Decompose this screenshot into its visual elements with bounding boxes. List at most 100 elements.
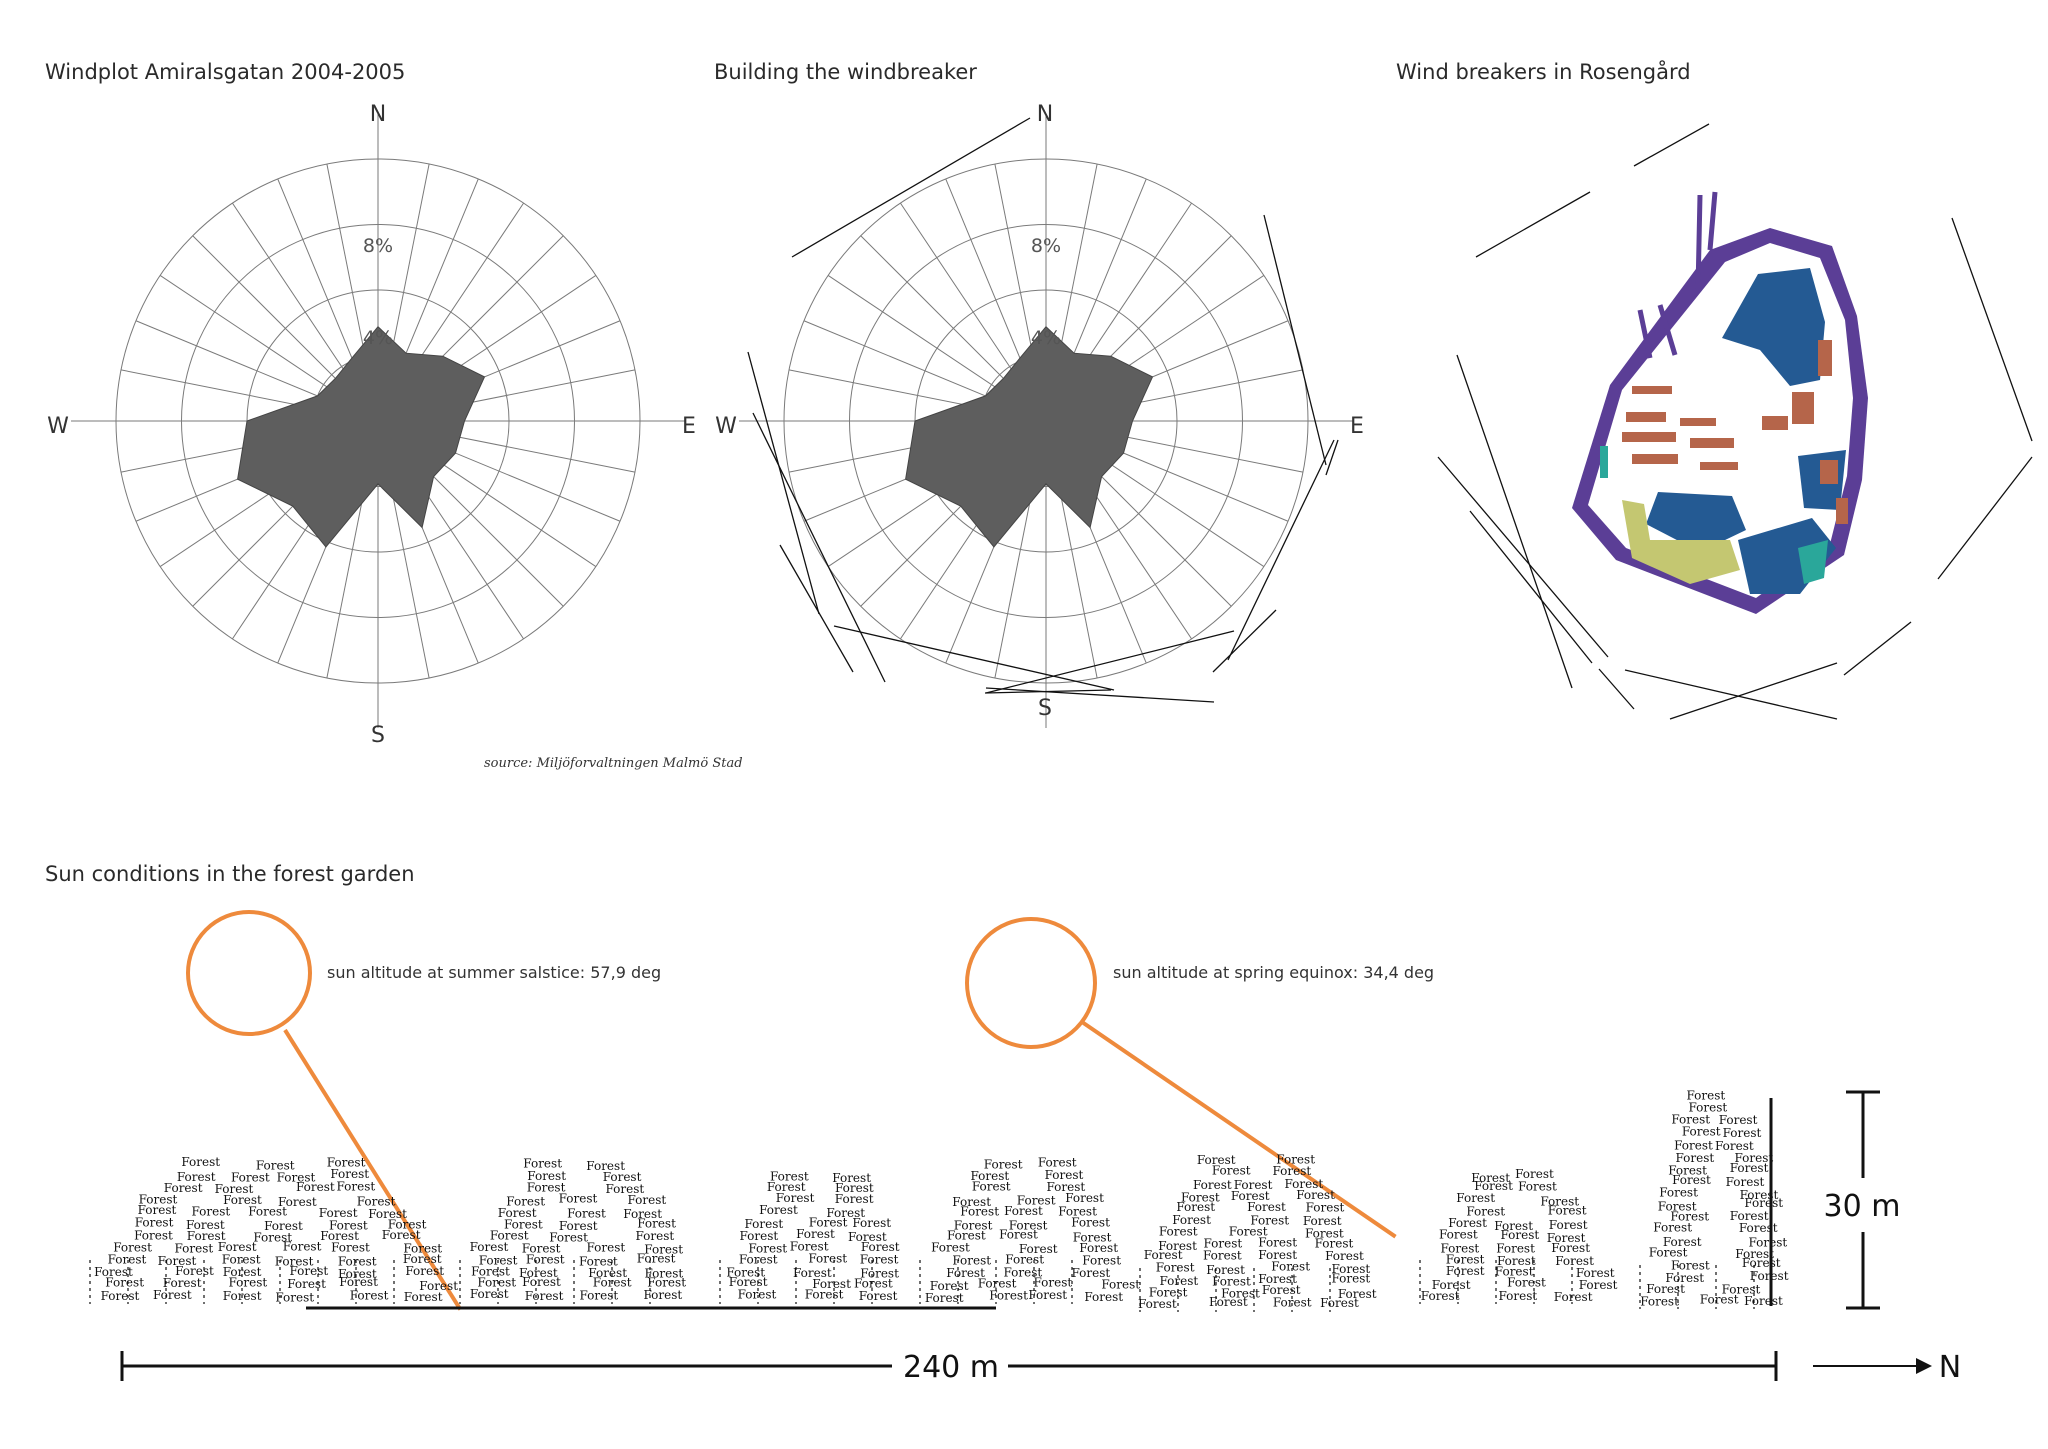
forest-tree-word: Forest (931, 1241, 970, 1255)
forest-tree-word: Forest (1722, 1282, 1761, 1296)
forest-tree-word: Forest (287, 1277, 326, 1291)
forest-tree-word: Forest (861, 1240, 900, 1254)
forest-tree-word: Forest (1231, 1189, 1270, 1203)
forest-tree-word: Forest (759, 1203, 798, 1217)
forest-tree-word: Forest (175, 1242, 214, 1256)
forest-tree-word: Forest (930, 1279, 969, 1293)
forest-tree-word: Forest (946, 1266, 985, 1280)
forest-tree-word: Forest (1206, 1263, 1245, 1277)
forest-tree-word: Forest (1640, 1294, 1679, 1308)
rosengard-title: Wind breakers in Rosengård (1396, 60, 1691, 84)
forest-tree-word: Forest (264, 1219, 303, 1233)
forest-tree-word: Forest (796, 1227, 835, 1241)
forest-tree-word: Forest (1258, 1248, 1297, 1262)
forest-tree-word: Forest (1448, 1216, 1487, 1230)
forest-tree-word: Forest (1212, 1275, 1251, 1289)
spring-sun-ray (1080, 1020, 1397, 1239)
forest-tree-word: Forest (223, 1265, 262, 1279)
windbreaker-lines (1437, 123, 2033, 720)
forest-tree-word: Forest (952, 1195, 991, 1209)
forest-tree-word: Forest (1285, 1177, 1324, 1191)
forest-tree-word: Forest (253, 1230, 292, 1244)
forest-tree-word: Forest (218, 1240, 257, 1254)
forest-tree-word: Forest (471, 1265, 510, 1279)
forest-tree-word: Forest (506, 1194, 545, 1208)
forest-tree-word: Forest (388, 1218, 427, 1232)
forest-tree-word: Forest (277, 1170, 316, 1184)
windplot-panel: N S E W 8% 4% (0, 0, 700, 760)
north-arrow-icon (1813, 1358, 1932, 1374)
forest-tree-word: Forest (350, 1289, 389, 1303)
forest-tree-word: Forest (1730, 1209, 1769, 1223)
forest-tree-word: Forest (1306, 1201, 1345, 1215)
forest-tree-word: Forest (1495, 1265, 1534, 1279)
forest-tree-word: Forest (222, 1252, 261, 1266)
forest-tree-word: Forest (522, 1241, 561, 1255)
forest-tree-word: Forest (1499, 1289, 1538, 1303)
forest-tree-word: Forest (1474, 1179, 1513, 1193)
forest-tree-word: Forest (419, 1279, 458, 1293)
forest-tree-word: Forest (1258, 1236, 1297, 1250)
source-note: source: Miljöforvaltningen Malmö Stad (484, 756, 743, 771)
blue-block (1646, 492, 1746, 552)
forest-tree-word: Forest (1332, 1262, 1371, 1276)
forest-tree-word: Forest (382, 1228, 421, 1242)
forest-tree-word: Forest (1271, 1260, 1310, 1274)
forest-tree-word: Forest (748, 1241, 787, 1255)
forest-tree-word: Forest (1723, 1126, 1762, 1140)
forest-tree-word: Forest (1653, 1221, 1692, 1235)
forest-tree-word: Forest (1017, 1194, 1056, 1208)
forest-tree-word: Forest (1160, 1274, 1199, 1288)
forest-tree-word: Forest (522, 1275, 561, 1289)
forest-tree-word: Forest (283, 1239, 322, 1253)
forest-tree-word: Forest (1456, 1191, 1495, 1205)
forest-tree-word: Forest (805, 1288, 844, 1302)
forest-tree-word: Forest (1303, 1214, 1342, 1228)
forest-tree-word: Forest (296, 1180, 335, 1194)
forest-tree-word: Forest (338, 1255, 377, 1269)
forest-tree-word: Forest (1496, 1242, 1535, 1256)
forest-tree-word: Forest (1159, 1224, 1198, 1238)
forest-tree-word: Forest (1649, 1245, 1688, 1259)
forest-tree-word: Forest (337, 1180, 376, 1194)
forest-tree-word: Forest (134, 1228, 173, 1242)
forest-tree-word: Forest (1047, 1180, 1086, 1194)
forest-tree-word: Forest (739, 1253, 778, 1267)
wind-rose-polygon (905, 325, 1154, 548)
forest-tree-word: Forest (339, 1275, 378, 1289)
forest-tree-word: Forest (404, 1290, 443, 1304)
forest-tree-word: Forest (978, 1276, 1017, 1290)
forest-tree-word: Forest (1497, 1254, 1536, 1268)
forest-tree-word: Forest (1682, 1125, 1721, 1139)
forest-tree-word: Forest (645, 1267, 684, 1281)
forest-tree-word: Forest (1576, 1266, 1615, 1280)
summer-sun-icon (186, 910, 312, 1036)
forest-tree-word: Forest (559, 1219, 598, 1233)
forest-tree-word: Forest (832, 1171, 871, 1185)
forest-tree-word: Forest (1689, 1101, 1728, 1115)
forest-tree-word: Forest (984, 1158, 1023, 1172)
forest-tree-word: Forest (331, 1241, 370, 1255)
forest-tree-word: Forest (1019, 1242, 1058, 1256)
forest-tree-word: Forest (1672, 1173, 1711, 1187)
north-label: N (1939, 1350, 1961, 1385)
forest-tree-word: Forest (1494, 1219, 1533, 1233)
forest-tree-word: Forest (1518, 1180, 1557, 1194)
forest-tree-word: Forest (504, 1218, 543, 1232)
forest-tree-word: Forest (1065, 1191, 1104, 1205)
forest-tree-word: Forest (1735, 1151, 1774, 1165)
forest-tree-word: Forest (1441, 1241, 1480, 1255)
forest-tree-word: Forest (1735, 1247, 1774, 1261)
forest-tree-word: Forest (1726, 1175, 1765, 1189)
forest-tree-word: Forest (852, 1216, 891, 1230)
width-label: 240 m (903, 1350, 999, 1385)
ring-label-4pct: 4% (1031, 327, 1061, 349)
compass-east-label: E (1350, 414, 1364, 439)
forest-tree-word: Forest (960, 1204, 999, 1218)
forest-tree-word: Forest (139, 1192, 178, 1206)
forest-tree-word: Forest (729, 1275, 768, 1289)
forest-tree-word: Forest (1296, 1188, 1335, 1202)
forest-tree-word: Forest (229, 1276, 268, 1290)
